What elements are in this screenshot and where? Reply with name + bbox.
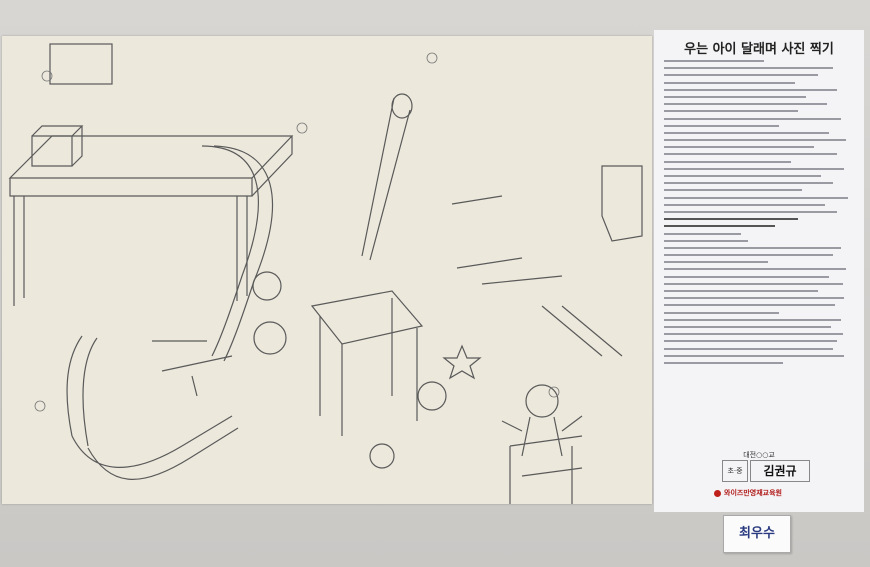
description-panel: 우는 아이 달래며 사진 찍기 (654, 30, 864, 512)
step-line (664, 95, 807, 98)
step-line (664, 297, 845, 300)
step-line (664, 290, 818, 292)
step-line (664, 318, 841, 321)
panel-title: 우는 아이 달래며 사진 찍기 (684, 42, 834, 57)
step-line (664, 354, 845, 357)
step-line (664, 153, 837, 156)
rube-goldberg-drawing (2, 36, 652, 504)
step-line (664, 139, 847, 142)
step-line (664, 268, 847, 271)
grade-label: 초·중 (722, 460, 748, 482)
step-line (664, 311, 780, 314)
organization: 와이즈만영재교육원 (714, 488, 824, 498)
step-line (664, 239, 749, 242)
step-line (664, 67, 833, 70)
step-line (664, 333, 843, 336)
step-line (664, 175, 822, 177)
pencil-sketch (8, 43, 643, 504)
step-line (664, 261, 768, 264)
step-line (664, 282, 843, 285)
school-name: 대전○○교 (743, 451, 775, 459)
logo-icon (714, 489, 721, 497)
step-line (664, 232, 741, 235)
step-line (664, 210, 837, 213)
step-line (664, 340, 837, 343)
step-line (664, 146, 814, 149)
step-line (664, 131, 830, 134)
award-sticker: 최우수 (723, 515, 791, 553)
step-line (664, 189, 803, 192)
step-line (664, 124, 780, 127)
step-line (664, 167, 845, 170)
step-line (664, 325, 832, 328)
step-line (664, 74, 818, 77)
step-line (664, 196, 849, 199)
step-line (664, 347, 833, 350)
step-line (664, 275, 830, 278)
step-line (664, 103, 828, 106)
step-line (664, 361, 784, 364)
step-line (664, 254, 833, 257)
step-line (664, 160, 791, 163)
organization-name: 와이즈만영재교육원 (724, 489, 782, 497)
step-line (664, 117, 841, 120)
student-name: 김권규 (750, 460, 810, 482)
step-line (664, 88, 837, 91)
step-line (664, 225, 776, 228)
step-line (664, 110, 799, 113)
step-line (664, 81, 795, 84)
step-line (664, 218, 799, 221)
step-line (664, 304, 835, 307)
step-line (664, 182, 833, 185)
step-line (664, 246, 841, 249)
step-line (664, 203, 826, 206)
steps-list (664, 60, 856, 450)
step-line (664, 60, 764, 62)
